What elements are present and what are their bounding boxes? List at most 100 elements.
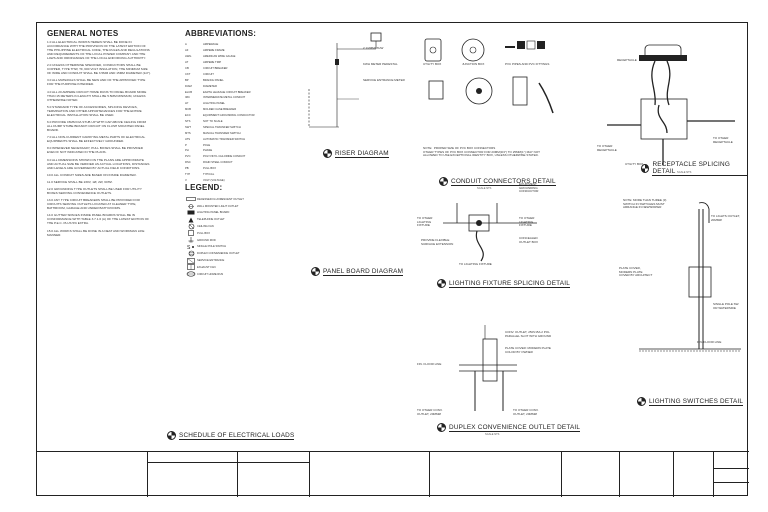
- receptacle-label-2: TO OTHER RECEPTACLE: [597, 144, 617, 152]
- legend-row: DUPLEX CONVENIENCE OUTLET: [185, 250, 275, 257]
- general-note: 7.0 ALL NON-CURRENT CARRYING METAL PARTS…: [47, 135, 146, 144]
- abbreviation-key: ATS: [185, 137, 191, 141]
- duplex-scale: SCALE NTS: [485, 433, 500, 436]
- receptacle-splicing-drawing: [607, 44, 735, 165]
- duplex-outlet-drawing: [459, 325, 517, 411]
- legend-label: RECESSED FLUORESCENT OUTLET: [197, 197, 244, 201]
- title-block-divider: [619, 452, 620, 497]
- title-block-divider: [147, 452, 148, 497]
- abbreviation-row: PH PHASE: [185, 148, 275, 154]
- general-note: 8.0 WHENEVER NECESSARY, PULL BOXES SHALL…: [47, 146, 143, 155]
- abbreviation-key: MTS: [185, 131, 191, 135]
- abbreviation-value: AMPERE TRIP: [203, 61, 222, 65]
- legend-symbol-icon: [185, 264, 197, 271]
- legend-label: PULL BOX: [197, 231, 211, 235]
- drawing-sheet: GENERAL NOTES 1.0 ALL ELECTRICAL WORKS H…: [36, 22, 749, 497]
- abbreviation-key: TYP: [185, 173, 191, 177]
- abbreviation-key: PH: [185, 149, 189, 153]
- abbreviation-key: BP: [185, 78, 189, 82]
- legend-symbol-icon: [185, 223, 197, 230]
- title-block: [37, 451, 749, 497]
- abbreviation-value: SPECIAL TRANSFER SWITCH: [203, 125, 241, 129]
- fixture-label-4: CONCEALED OUTLET BOX: [519, 236, 538, 244]
- abbreviation-value: LIGHTING PANEL: [203, 102, 226, 106]
- duplex-label-2: PLATE COVER: MODERN PLATE COLOR BY OWNER: [505, 346, 551, 354]
- lighting-switches-drawing: [639, 202, 741, 352]
- title-block-divider: [673, 452, 674, 497]
- receptacle-scale: SCALE NTS: [677, 171, 692, 174]
- abbreviation-key: DIAM: [185, 84, 192, 88]
- legend-label: GROUND ROD: [197, 238, 216, 242]
- abbreviation-value: EQUIPMENT GROUNDING CONDUCTOR: [203, 114, 255, 118]
- riser-diagram-drawing: [308, 32, 382, 128]
- abbreviations-title: ABBREVIATIONS:: [185, 29, 257, 38]
- title-block-divider: [561, 452, 562, 497]
- legend-symbol-icon: [185, 257, 197, 264]
- conduit-note-text-2: OTHER TYPES OF PVC BOX CONNECTOR FOR 20m…: [423, 149, 540, 158]
- section-marker-icon: [437, 423, 446, 432]
- abbreviation-key: A: [185, 43, 187, 47]
- title-block-rule: [713, 468, 749, 469]
- abbreviation-key: MCB: [185, 108, 191, 112]
- duplex-label-5: TO OTHER CONV. OUTLET, 20mmØ: [513, 408, 539, 416]
- riser-title: RISER DIAGRAM: [335, 149, 389, 158]
- legend-row: EXHAUST FAN: [185, 264, 275, 271]
- duplex-label-3: FIN. FLOOR LINE: [417, 362, 442, 366]
- legend-row: RECESSED FLUORESCENT OUTLET: [185, 196, 275, 203]
- abbreviation-row: SWT SPECIAL TRANSFER SWITCH: [185, 124, 275, 130]
- abbreviation-value: AMPERAGE: [203, 43, 219, 47]
- title-block-rule: [713, 482, 749, 483]
- legend-symbol-icon: [185, 217, 197, 223]
- general-note: 3.0 ALL MATERIALS SHALL BE NEW AND OF TH…: [47, 78, 146, 87]
- legend-symbol-icon: S: [185, 244, 197, 251]
- abbreviation-key: ELCB: [185, 90, 193, 94]
- duplex-title-block: DUPLEX CONVENIENCE OUTLET DETAIL: [437, 423, 581, 432]
- riser-label-2: KWH METER PEDESTAL: [363, 62, 398, 66]
- section-marker-icon: [323, 149, 332, 158]
- schedule-title-block: SCHEDULE OF ELECTRICAL LOADS: [167, 431, 295, 440]
- abbreviation-key: AF: [185, 49, 189, 53]
- abbreviation-value: PHASE: [203, 149, 213, 153]
- switch-label-2: PLATE COVER, MODERN PLATE COVER BY ARCHI…: [619, 266, 653, 278]
- legend-label: DUPLEX CONVENIENCE OUTLET: [197, 252, 240, 256]
- svg-text:S: S: [187, 245, 191, 251]
- conduit-scale: SCALE NTS: [477, 187, 492, 190]
- legend-row: PULL BOX: [185, 230, 275, 237]
- title-block-divider: [237, 452, 238, 497]
- conduit-title-block: CONDUIT CONNECTORS DETAIL: [439, 177, 556, 186]
- abbreviation-value: CIRCUIT: [203, 72, 214, 76]
- abbreviation-value: VOLT (VOLTAGE): [203, 178, 225, 182]
- abbreviation-value: POLYVINYL CHLORIDE CONDUIT: [203, 155, 246, 159]
- legend-label: EXHAUST FAN: [197, 265, 216, 269]
- riser-label-1: 2 1/2mm² THW: [363, 46, 384, 50]
- legend-symbol-icon: [185, 237, 197, 243]
- abbreviation-value: CIRCUIT BREAKER: [203, 67, 228, 70]
- abbreviation-key: CKT: [185, 72, 191, 76]
- legend-row: GROUND ROD: [185, 237, 275, 244]
- title-block-divider: [429, 452, 430, 497]
- switch-label-3: SINGLE POLE SW. OR WATERSIDE: [713, 302, 740, 310]
- receptacle-label-1: RECEPTACLE: [617, 58, 637, 62]
- general-note: 2.0 UNLESS OTHERWISE SPECIFIED, CONDUCTO…: [47, 63, 151, 76]
- legend-symbol-icon: [185, 197, 197, 202]
- fixture-label-5: PROVIDE FLEXIBLE SURFACE EXTENSION: [421, 238, 454, 246]
- legend-row: WALL MOUNTED LIGHT OUTLET: [185, 203, 275, 210]
- section-marker-icon: [311, 267, 320, 276]
- abbreviation-key: RSC: [185, 161, 191, 165]
- panel-title-block: PANEL BOARD DIAGRAM: [311, 267, 404, 276]
- section-marker-icon: [439, 177, 448, 186]
- abbreviation-key: SWT: [185, 125, 191, 129]
- legend-row: TELEPHONE OUTLET: [185, 216, 275, 223]
